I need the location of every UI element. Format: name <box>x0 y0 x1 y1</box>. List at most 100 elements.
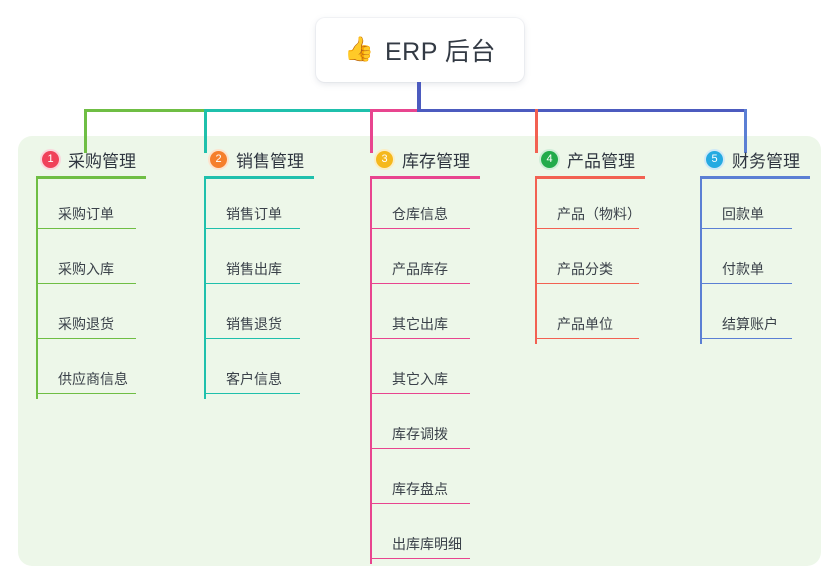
leaf-item[interactable]: 其它入库 <box>370 344 480 399</box>
column-4: 4 产品管理产品（物料） 产品分类产品单位 <box>535 146 645 344</box>
badge-halo-4: 4 <box>539 148 560 170</box>
number-badge-4: 4 <box>541 150 558 168</box>
leaf-rule <box>535 337 639 339</box>
leaf-rule <box>204 337 300 339</box>
leaf-label: 产品库存 <box>392 261 448 277</box>
badge-halo-2: 2 <box>208 148 229 170</box>
leaf-item[interactable]: 采购入库 <box>36 234 146 289</box>
leaf-rule <box>700 337 792 339</box>
leaf-rule <box>370 227 470 229</box>
leaf-label: 其它入库 <box>392 371 448 387</box>
number-badge-2: 2 <box>210 150 227 168</box>
leaf-item[interactable]: 客户信息 <box>204 344 314 399</box>
leaf-label: 回款单 <box>722 206 764 222</box>
bus-segment-2 <box>204 109 370 112</box>
leaf-label: 供应商信息 <box>58 371 128 387</box>
bus-segment-1 <box>84 109 204 112</box>
leaf-item[interactable]: 回款单 <box>700 179 810 234</box>
column-5: 5 财务管理回款单付款单结算账户 <box>700 146 810 344</box>
leaf-label: 产品（物料） <box>557 206 641 222</box>
column-rule-1 <box>36 176 146 179</box>
leaf-item[interactable]: 销售出库 <box>204 234 314 289</box>
column-rule-2 <box>204 176 314 179</box>
leaf-item[interactable]: 付款单 <box>700 234 810 289</box>
column-rule-4 <box>535 176 645 179</box>
leaf-rule <box>370 502 470 504</box>
leaf-item[interactable]: 库存盘点 <box>370 454 480 509</box>
leaf-item[interactable]: 产品分类 <box>535 234 645 289</box>
leaf-item[interactable]: 产品库存 <box>370 234 480 289</box>
leaf-item[interactable]: 结算账户 <box>700 289 810 344</box>
leaf-rule <box>204 227 300 229</box>
leaf-rule <box>36 337 136 339</box>
leaf-rule <box>370 557 470 559</box>
leaf-list-4: 产品（物料） 产品分类产品单位 <box>535 179 645 344</box>
root-node-title: ERP 后台 <box>384 38 496 66</box>
root-node-card[interactable]: 👍 ERP 后台 <box>316 18 524 82</box>
column-rule-3 <box>370 176 480 179</box>
column-rule-5 <box>700 176 810 179</box>
leaf-list-1: 采购订单采购入库采购退货供应商信息 <box>36 179 146 399</box>
thumbs-up-icon: 👍 <box>344 36 374 63</box>
leaf-item[interactable]: 采购订单 <box>36 179 146 234</box>
bus-stub-3 <box>370 109 373 153</box>
column-header-2[interactable]: 2 销售管理 <box>204 146 314 172</box>
leaf-item[interactable]: 采购退货 <box>36 289 146 344</box>
column-header-4[interactable]: 4 产品管理 <box>535 146 645 172</box>
leaf-label: 产品单位 <box>557 316 613 332</box>
leaf-item[interactable]: 其它出库 <box>370 289 480 344</box>
bus-stub-4 <box>535 109 538 153</box>
leaf-label: 付款单 <box>722 261 764 277</box>
leaf-item[interactable]: 产品（物料） <box>535 179 645 234</box>
leaf-list-3: 仓库信息产品库存其它出库其它入库库存调拨库存盘点出库库明细 <box>370 179 480 564</box>
leaf-label: 结算账户 <box>722 316 778 332</box>
leaf-rule <box>204 392 300 394</box>
leaf-rule <box>370 337 470 339</box>
bus-stub-5 <box>744 109 747 153</box>
column-title-2: 销售管理 <box>236 151 304 171</box>
bus-segment-4 <box>417 109 747 112</box>
column-title-5: 财务管理 <box>732 151 800 171</box>
leaf-item[interactable]: 出库库明细 <box>370 509 480 564</box>
badge-halo-5: 5 <box>704 148 725 170</box>
column-spine-3 <box>370 179 372 564</box>
bus-segment-3 <box>370 109 417 112</box>
leaf-label: 出库库明细 <box>392 536 462 552</box>
leaf-label: 仓库信息 <box>392 206 448 222</box>
leaf-rule <box>370 392 470 394</box>
leaf-label: 库存盘点 <box>392 481 448 497</box>
leaf-label: 产品分类 <box>557 261 613 277</box>
column-spine-2 <box>204 179 206 399</box>
number-badge-3: 3 <box>376 150 393 168</box>
column-title-4: 产品管理 <box>567 151 635 171</box>
column-title-1: 采购管理 <box>68 151 136 171</box>
leaf-label: 其它出库 <box>392 316 448 332</box>
column-header-1[interactable]: 1 采购管理 <box>36 146 146 172</box>
leaf-label: 采购订单 <box>58 206 114 222</box>
leaf-item[interactable]: 产品单位 <box>535 289 645 344</box>
diagram-panel <box>18 136 821 566</box>
root-stem-connector <box>417 82 421 112</box>
number-badge-1: 1 <box>42 150 59 168</box>
leaf-item[interactable]: 库存调拨 <box>370 399 480 454</box>
leaf-rule <box>535 227 639 229</box>
leaf-list-2: 销售订单销售出库销售退货客户信息 <box>204 179 314 399</box>
bus-stub-1 <box>84 109 87 153</box>
leaf-item[interactable]: 销售订单 <box>204 179 314 234</box>
column-header-5[interactable]: 5 财务管理 <box>700 146 810 172</box>
leaf-item[interactable]: 仓库信息 <box>370 179 480 234</box>
leaf-label: 采购退货 <box>58 316 114 332</box>
column-1: 1 采购管理采购订单采购入库采购退货供应商信息 <box>36 146 146 399</box>
leaf-rule <box>36 282 136 284</box>
root-node-content: 👍 ERP 后台 <box>344 32 496 68</box>
leaf-rule <box>370 447 470 449</box>
leaf-rule <box>700 282 792 284</box>
leaf-rule <box>700 227 792 229</box>
badge-halo-3: 3 <box>374 148 395 170</box>
leaf-item[interactable]: 销售退货 <box>204 289 314 344</box>
leaf-item[interactable]: 供应商信息 <box>36 344 146 399</box>
column-spine-5 <box>700 179 702 344</box>
leaf-label: 销售出库 <box>226 261 282 277</box>
